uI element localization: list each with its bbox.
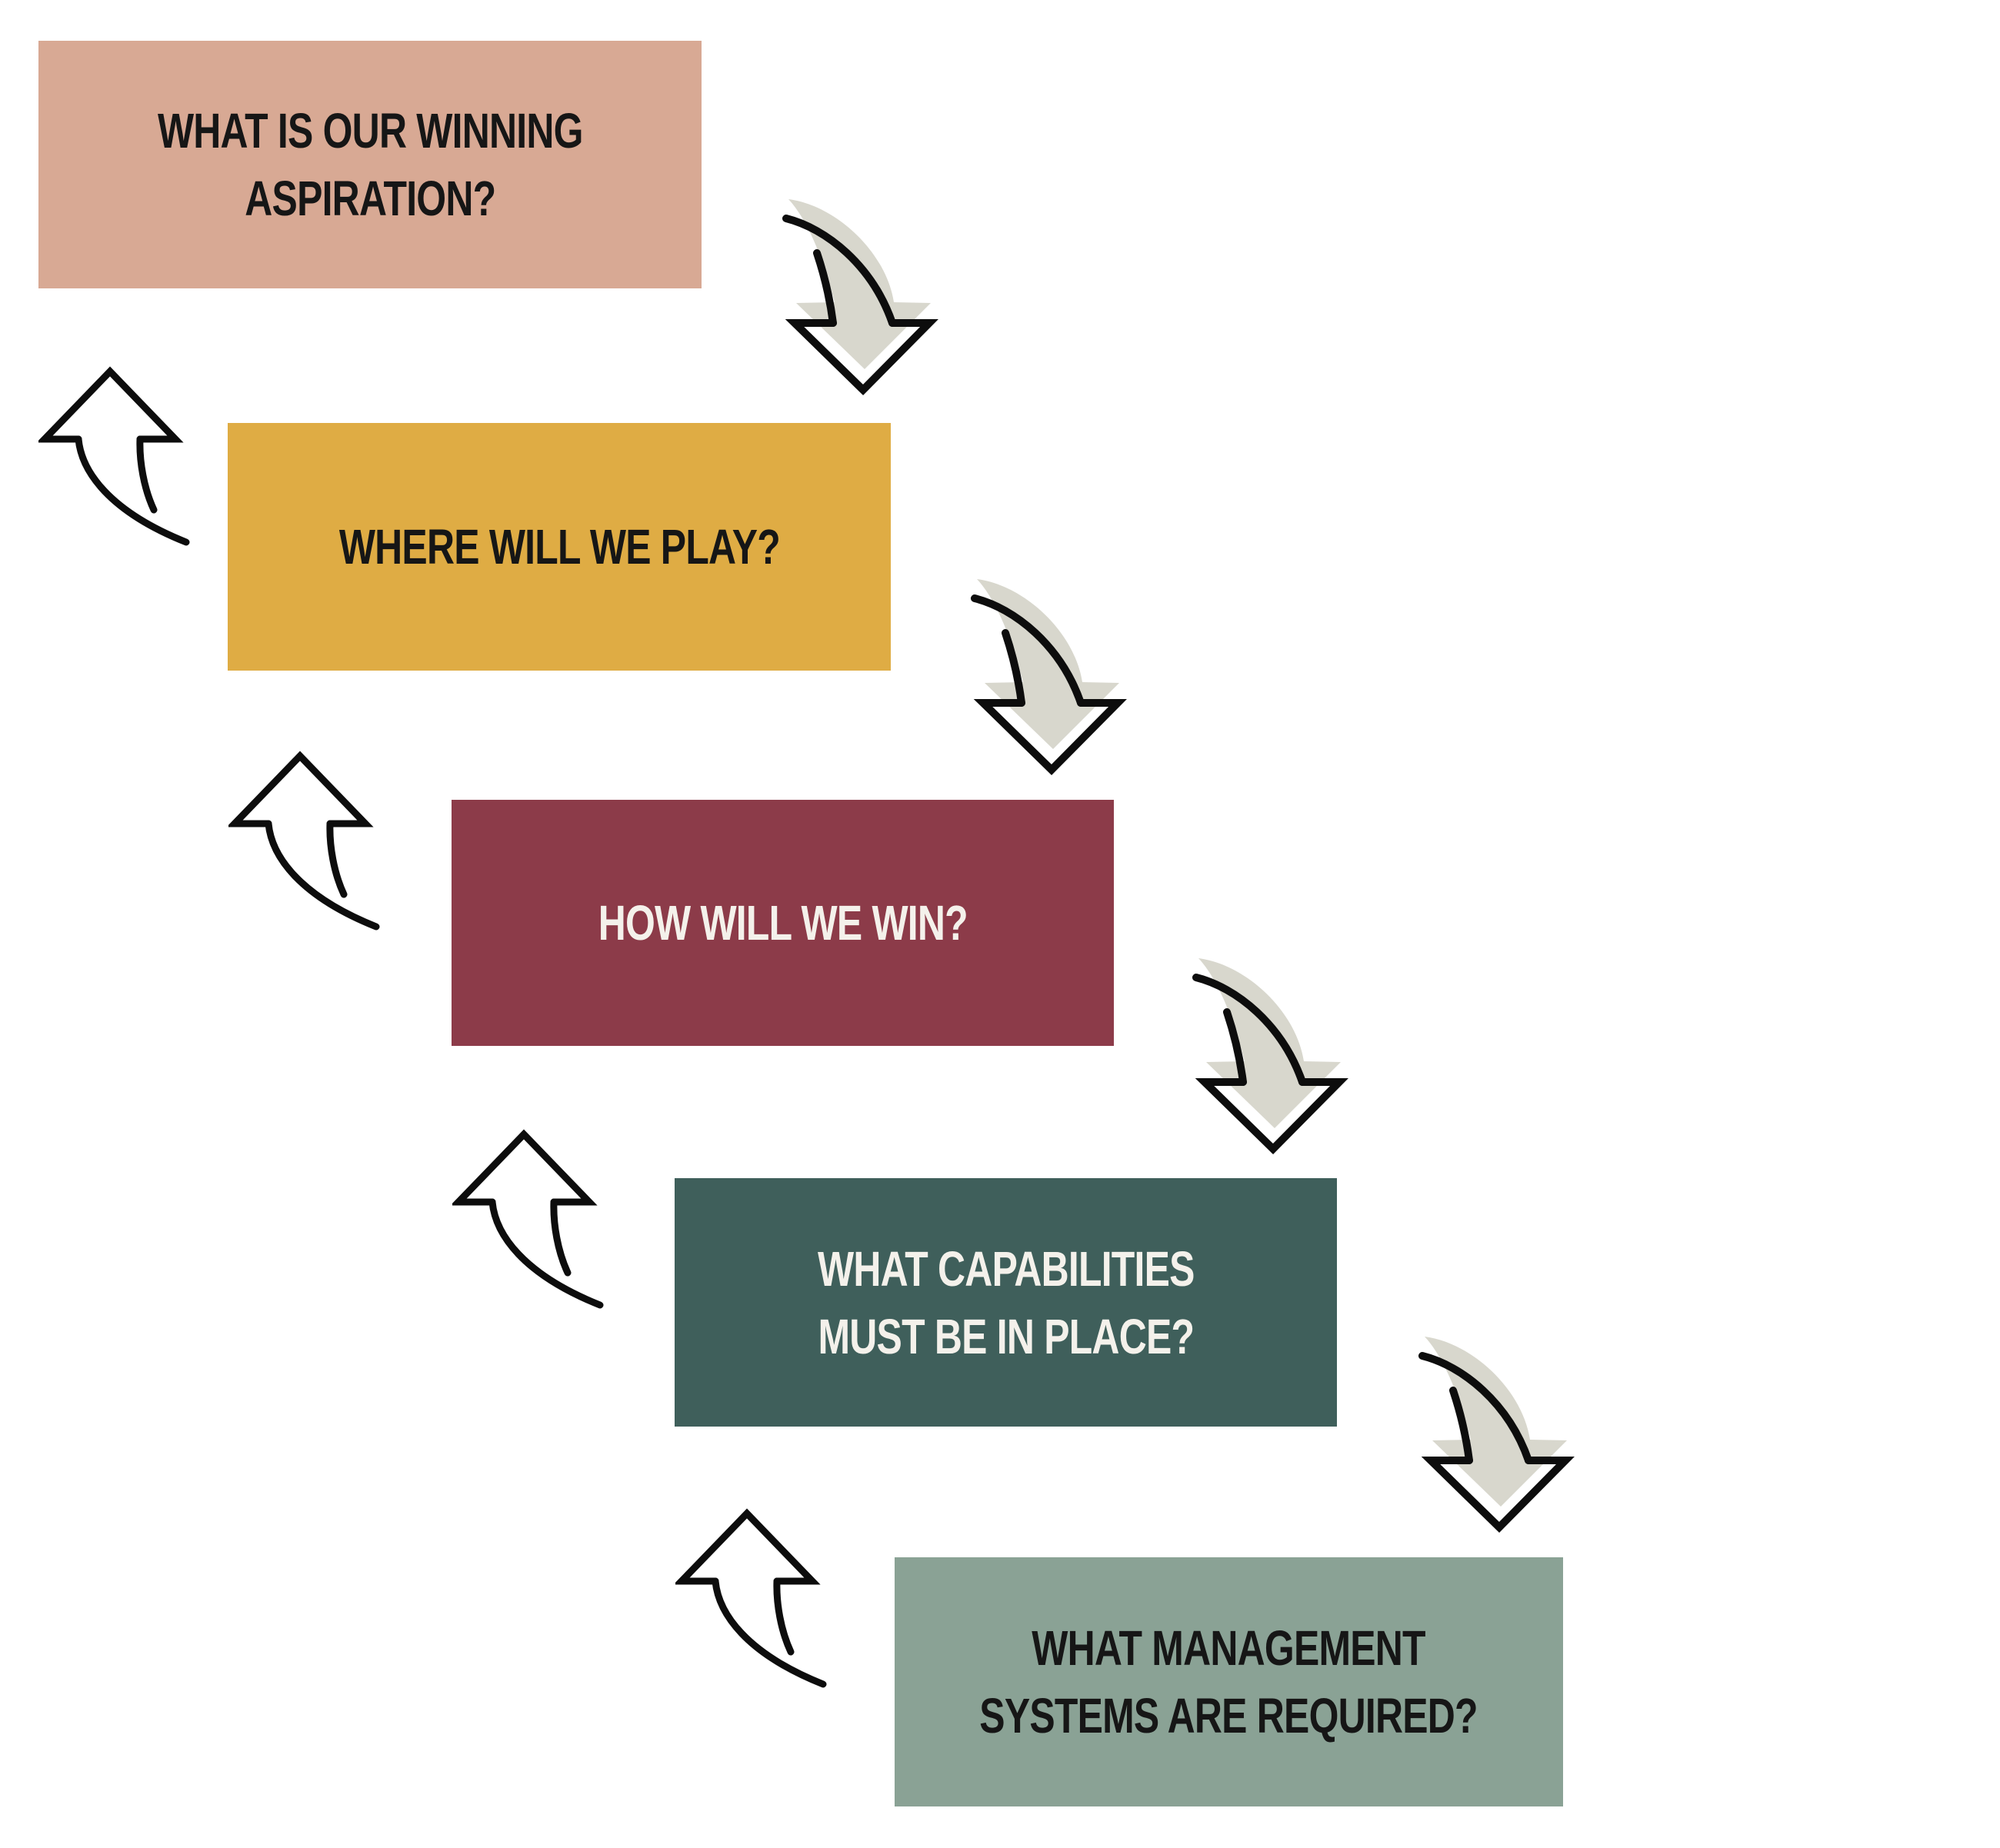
up-arrow-icon — [675, 1507, 829, 1692]
step-box-management-systems: WHAT MANAGEMENT SYSTEMS ARE REQUIRED? — [895, 1557, 1563, 1806]
step-label-line: WHAT MANAGEMENT — [1032, 1620, 1426, 1676]
step-label-line: ASPIRATION? — [244, 171, 496, 226]
step-label-line: WHERE WILL WE PLAY? — [338, 519, 780, 574]
up-arrow-icon — [228, 750, 382, 934]
step-label-line: WHAT IS OUR WINNING — [157, 103, 584, 158]
step-label-line: HOW WILL WE WIN? — [598, 895, 968, 951]
step-label-line: MUST BE IN PLACE? — [818, 1308, 1194, 1364]
step-box-capabilities: WHAT CAPABILITIES MUST BE IN PLACE? — [675, 1178, 1337, 1427]
step-box-how-to-win: HOW WILL WE WIN? — [452, 800, 1114, 1046]
step-label-line: SYSTEMS ARE REQUIRED? — [979, 1688, 1478, 1743]
step-label: WHAT CAPABILITIES MUST BE IN PLACE? — [818, 1235, 1195, 1370]
step-label: WHAT MANAGEMENT SYSTEMS ARE REQUIRED? — [980, 1614, 1478, 1750]
up-arrow-icon — [38, 365, 192, 550]
step-box-winning-aspiration: WHAT IS OUR WINNING ASPIRATION? — [38, 41, 702, 288]
step-box-where-to-play: WHERE WILL WE PLAY? — [228, 423, 891, 671]
down-arrow-icon — [1415, 1332, 1576, 1536]
down-arrow-icon — [1188, 954, 1350, 1157]
down-arrow-icon — [778, 195, 940, 398]
down-arrow-icon — [967, 574, 1128, 778]
step-label: WHAT IS OUR WINNING ASPIRATION? — [157, 97, 584, 232]
step-label-line: WHAT CAPABILITIES — [817, 1240, 1195, 1297]
step-label: HOW WILL WE WIN? — [598, 889, 968, 957]
up-arrow-icon — [452, 1128, 606, 1313]
step-label: WHERE WILL WE PLAY? — [338, 513, 780, 581]
